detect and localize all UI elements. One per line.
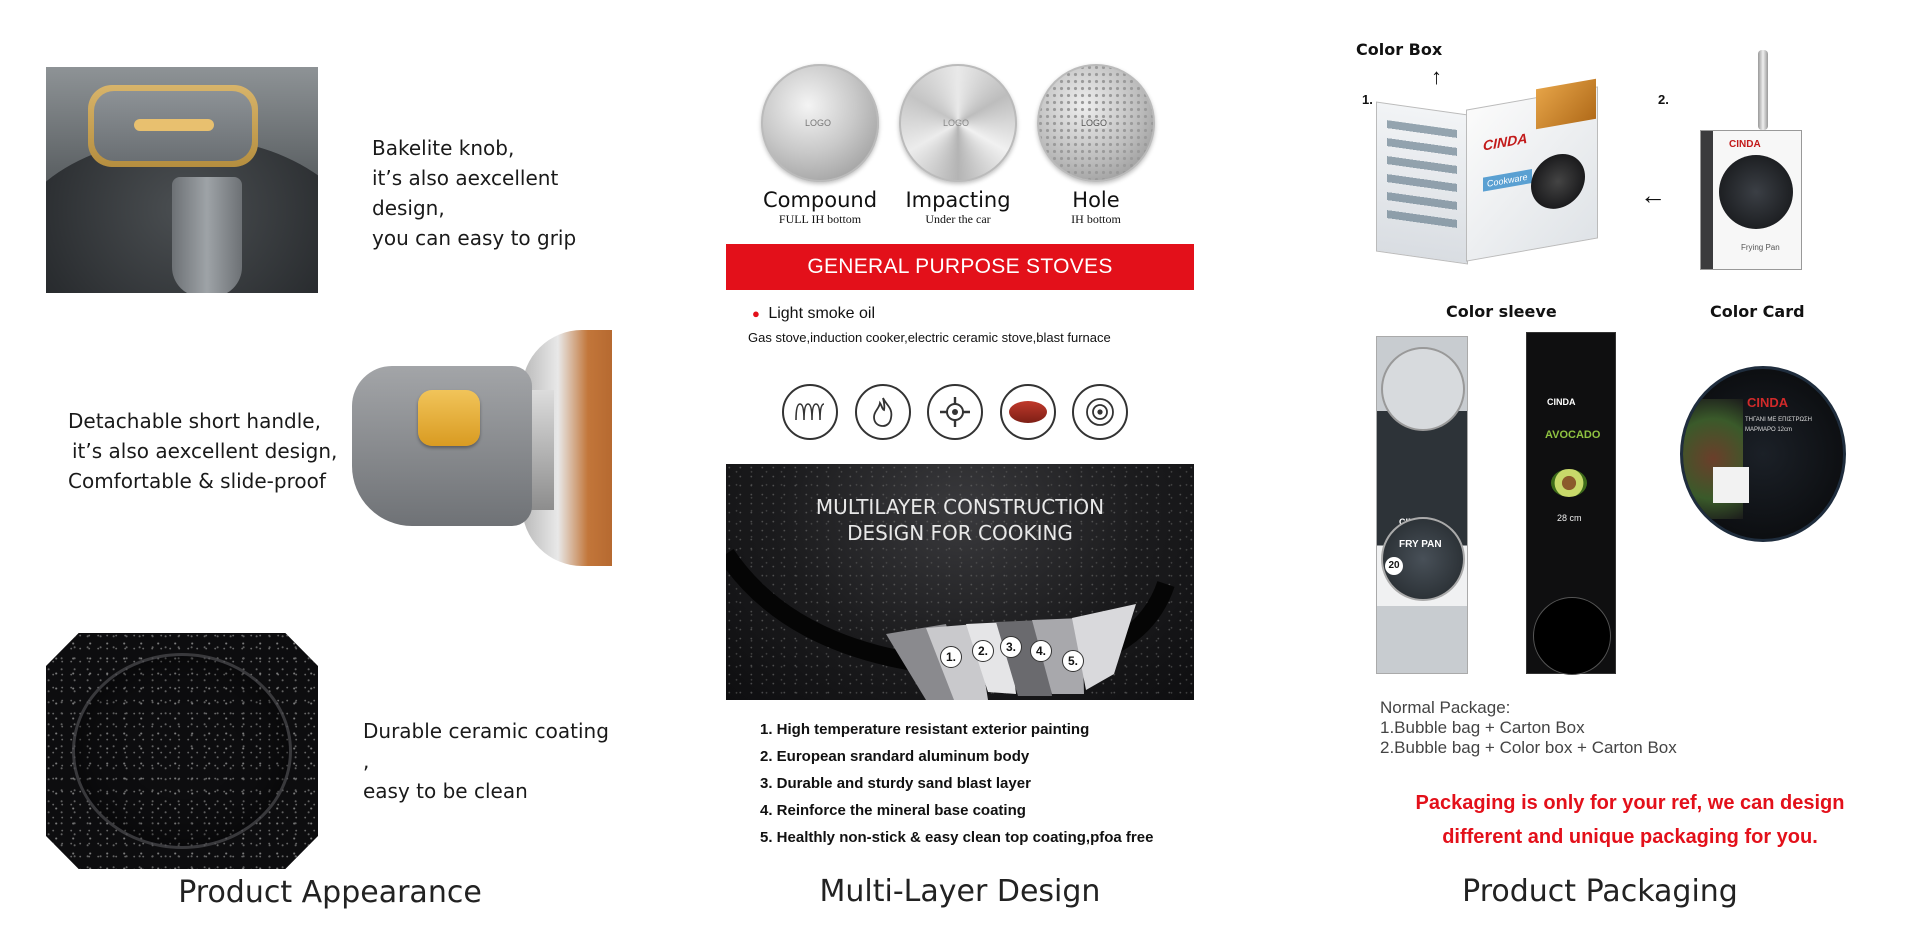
left-arrow-icon: ← xyxy=(1640,180,1666,210)
induction-coil-icon xyxy=(782,384,838,440)
bullet-dot-icon: ● xyxy=(752,306,760,321)
box2-frying: Frying Pan xyxy=(1741,243,1780,252)
bottom-impacting: LOGO Impacting Under the car xyxy=(893,64,1023,227)
appearance-column: Bakelite knob, it’s also aexcellent desi… xyxy=(0,0,620,947)
normal-package-title: Normal Package: xyxy=(1380,698,1511,717)
knob-icon xyxy=(88,85,258,167)
box-1-number: 1. xyxy=(1362,92,1373,107)
card-line-1: ΤΗΓΑΝΙ ΜΕ ΕΠΙΣΤΡΩΣΗ xyxy=(1745,417,1812,423)
color-sleeve-1-image: CINDA FRY PAN 20 xyxy=(1376,336,1468,674)
layer-number-5: 5. xyxy=(1062,650,1084,672)
bottom-compound: LOGO Compound FULL IH bottom xyxy=(755,64,885,227)
color-card-image: CINDA ΤΗΓΑΝΙ ΜΕ ΕΠΙΣΤΡΩΣΗ ΜΑΡΜΑΡΟ 12cm xyxy=(1680,366,1846,542)
handle-text-line-3: Comfortable & slide-proof xyxy=(68,469,326,493)
compound-title: Compound xyxy=(762,188,878,212)
hole-title: Hole xyxy=(1072,188,1120,212)
construction-image: MULTILAYER CONSTRUCTION DESIGN FOR COOKI… xyxy=(726,464,1194,700)
flame-icon xyxy=(854,384,911,440)
layer-item-5: 5. Healthly non-stick & easy clean top c… xyxy=(760,829,1154,846)
packaging-note-line-1: Packaging is only for your ref, we can d… xyxy=(1415,792,1845,814)
packaging-column: Color Box ↑ 1. 2. CINDA Cookware ← CINDA… xyxy=(1340,0,1920,947)
multilayer-caption: Multi-Layer Design xyxy=(819,874,1101,909)
coating-text-line-2: easy to be clean xyxy=(363,779,528,803)
handle-text-line-2: it’s also aexcellent design, xyxy=(72,439,338,463)
layer-item-1: 1. High temperature resistant exterior p… xyxy=(760,721,1090,738)
color-sleeve-heading: Color sleeve xyxy=(1446,302,1557,321)
packaging-caption: Product Packaging xyxy=(1462,874,1738,909)
color-box-heading: Color Box xyxy=(1356,40,1443,59)
layer-item-4: 4. Reinforce the mineral base coating xyxy=(760,802,1026,819)
normal-package-item-1: 1.Bubble bag + Carton Box xyxy=(1380,718,1585,737)
knob-text-line-3: you can easy to grip xyxy=(372,226,577,250)
packaging-note-line-2: different and unique packaging for you. xyxy=(1442,826,1818,848)
box2-brand: CINDA xyxy=(1729,139,1761,150)
color-sleeve-2-image: CINDA AVOCADO 28 cm xyxy=(1526,332,1616,675)
compound-sub: FULL IH bottom xyxy=(778,212,862,226)
hole-sub: IH bottom xyxy=(1071,212,1121,226)
general-purpose-banner: GENERAL PURPOSE STOVES xyxy=(726,244,1194,290)
avocado-icon xyxy=(1551,469,1587,497)
logo-mark: LOGO xyxy=(943,118,970,128)
stoves-line: Gas stove,induction cooker,electric cera… xyxy=(748,330,1111,345)
handle-photo xyxy=(346,330,612,566)
sleeve2-size: 28 cm xyxy=(1557,513,1582,523)
layer-item-2: 2. European srandard aluminum body xyxy=(760,748,1030,765)
box-brand: CINDA xyxy=(1483,129,1528,154)
color-card-heading: Color Card xyxy=(1710,302,1805,321)
knob-photo xyxy=(46,67,318,293)
ceramic-surface-icon xyxy=(72,653,292,849)
sleeve1-size: 20 xyxy=(1385,557,1403,575)
box-2-number: 2. xyxy=(1658,92,1669,107)
frying-pan-box-image: CINDA Frying Pan xyxy=(1700,50,1802,270)
impacting-bottom-icon: LOGO xyxy=(899,64,1017,182)
layer-number-4: 4. xyxy=(1030,640,1052,662)
logo-mark: LOGO xyxy=(805,118,832,128)
layer-number-3: 3. xyxy=(1000,636,1022,658)
light-smoke-bullet: ● Light smoke oil xyxy=(752,305,875,323)
impacting-sub: Under the car xyxy=(925,212,991,226)
coating-text-line-1: Durable ceramic coating , xyxy=(363,719,609,773)
construction-title-line-2: DESIGN FOR COOKING xyxy=(847,521,1073,545)
color-box-image: CINDA Cookware xyxy=(1376,78,1606,265)
construction-title: MULTILAYER CONSTRUCTION DESIGN FOR COOKI… xyxy=(726,494,1194,546)
coating-photo xyxy=(46,633,318,869)
normal-package-block: Normal Package: 1.Bubble bag + Carton Bo… xyxy=(1380,698,1677,758)
layer-number-2: 2. xyxy=(972,640,994,662)
coating-description: Durable ceramic coating , easy to be cle… xyxy=(363,716,613,806)
knob-description: Bakelite knob, it’s also aexcellent desi… xyxy=(372,133,632,253)
hole-bottom-icon: LOGO xyxy=(1037,64,1155,182)
knob-text-line-1: Bakelite knob, xyxy=(372,136,515,160)
sleeve2-label: AVOCADO xyxy=(1545,429,1601,441)
bottom-hole: LOGO Hole IH bottom xyxy=(1031,64,1161,227)
handle-description: Detachable short handle, it’s also aexce… xyxy=(68,406,348,496)
knob-text-line-2: it’s also aexcellent design, xyxy=(372,166,559,220)
sleeve1-label: FRY PAN xyxy=(1399,539,1442,550)
multilayer-column: LOGO Compound FULL IH bottom LOGO Impact… xyxy=(700,0,1220,947)
sleeve2-brand: CINDA xyxy=(1547,397,1576,407)
handle-text-line-1: Detachable short handle, xyxy=(68,409,321,433)
ceramic-plate-icon xyxy=(999,384,1056,440)
packaging-note: Packaging is only for your ref, we can d… xyxy=(1370,786,1890,854)
stove-icons-row xyxy=(782,384,1128,440)
card-line-2: ΜΑΡΜΑΡΟ 12cm xyxy=(1745,427,1793,433)
hot-plate-icon xyxy=(1072,384,1128,440)
layer-item-3: 3. Durable and sturdy sand blast layer xyxy=(760,775,1031,792)
construction-title-line-1: MULTILAYER CONSTRUCTION xyxy=(815,495,1105,519)
layer-list: 1. High temperature resistant exterior p… xyxy=(760,716,1200,851)
card-brand: CINDA xyxy=(1747,395,1789,410)
up-arrow-icon: ↑ xyxy=(1431,64,1442,89)
logo-mark: LOGO xyxy=(1081,118,1108,128)
bullet-text: Light smoke oil xyxy=(768,305,876,322)
gas-burner-icon xyxy=(927,384,983,440)
box-sub: Cookware xyxy=(1483,169,1532,192)
normal-package-item-2: 2.Bubble bag + Color box + Carton Box xyxy=(1380,738,1677,757)
appearance-caption: Product Appearance xyxy=(178,875,482,910)
impacting-title: Impacting xyxy=(905,188,1011,212)
layer-number-1: 1. xyxy=(940,646,962,668)
compound-bottom-icon: LOGO xyxy=(761,64,879,182)
pan-cross-section-icon xyxy=(726,548,1175,700)
